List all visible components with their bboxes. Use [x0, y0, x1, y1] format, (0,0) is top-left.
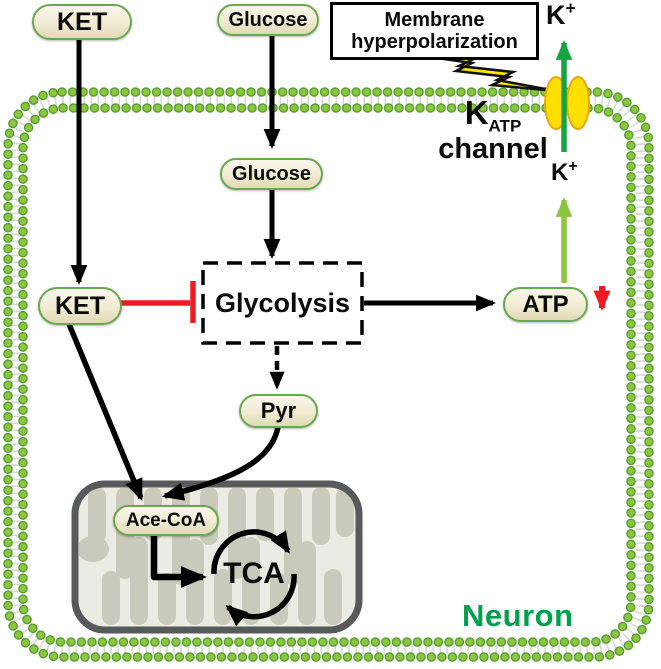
k-ion-bottom-base: K [551, 159, 569, 186]
arrow-acecoa-to-tca [150, 533, 207, 588]
tca-label: TCA [214, 557, 294, 591]
glycolysis-box [201, 261, 364, 345]
membrane-hyperpolarization-line2: hyperpolarization [351, 31, 518, 53]
membrane-hyperpolarization-line1: Membrane [384, 8, 485, 31]
membrane-hyperpolarization-box: Membrane hyperpolarization [330, 2, 539, 60]
neuron-label: Neuron [462, 598, 574, 634]
glycolysis-text: Glycolysis [214, 287, 351, 318]
node-glucose-extracellular-label: Glucose [228, 8, 308, 31]
node-pyr: Pyr [239, 394, 318, 428]
red-marks [117, 281, 611, 323]
arrow-pyr-to-acecoa [161, 426, 281, 501]
k-ion-bottom-sup: + [568, 158, 578, 175]
node-pyr-label: Pyr [260, 398, 297, 423]
node-ace-coa-label: Ace-CoA [125, 509, 207, 531]
membrane-tails [10, 94, 647, 655]
node-ket-intracellular-label: KET [55, 291, 105, 320]
membrane-outer-beads [4, 88, 653, 661]
tca-text: TCA [223, 557, 285, 590]
node-ace-coa: Ace-CoA [113, 505, 219, 536]
node-ket-extracellular-label: KET [57, 7, 107, 36]
k-ion-label-top: K+ [546, 0, 576, 31]
node-atp-label: ATP [522, 290, 569, 318]
node-ket-intracellular: KET [38, 287, 122, 325]
k-ion-label-bottom: K+ [551, 158, 577, 187]
node-glucose-extracellular: Glucose [217, 4, 319, 36]
katp-label-line1: KATP [413, 96, 573, 135]
k-ion-top-base: K [546, 0, 566, 30]
katp-word: channel [438, 132, 548, 165]
neuron-text: Neuron [462, 598, 574, 633]
node-ket-extracellular: KET [32, 4, 132, 40]
katp-sub: ATP [488, 116, 522, 136]
node-atp: ATP [503, 287, 588, 322]
glycolysis-label: Glycolysis [203, 263, 362, 343]
membrane-inner-beads [19, 104, 635, 646]
node-glucose-intracellular: Glucose [220, 158, 323, 190]
black-arrows [66, 34, 496, 627]
tca-cycle-arc-top [211, 529, 291, 575]
arrow-ket-to-acecoa [66, 322, 144, 502]
node-glucose-intracellular-label: Glucose [232, 162, 311, 185]
tca-cycle-arc-bottom [225, 573, 297, 627]
cell-membrane [3, 87, 654, 662]
k-ion-top-sup: + [565, 0, 576, 18]
katp-k: K [464, 94, 489, 131]
lightning-bolt-icon [429, 55, 557, 93]
katp-channel-label: KATP channel [413, 96, 573, 165]
